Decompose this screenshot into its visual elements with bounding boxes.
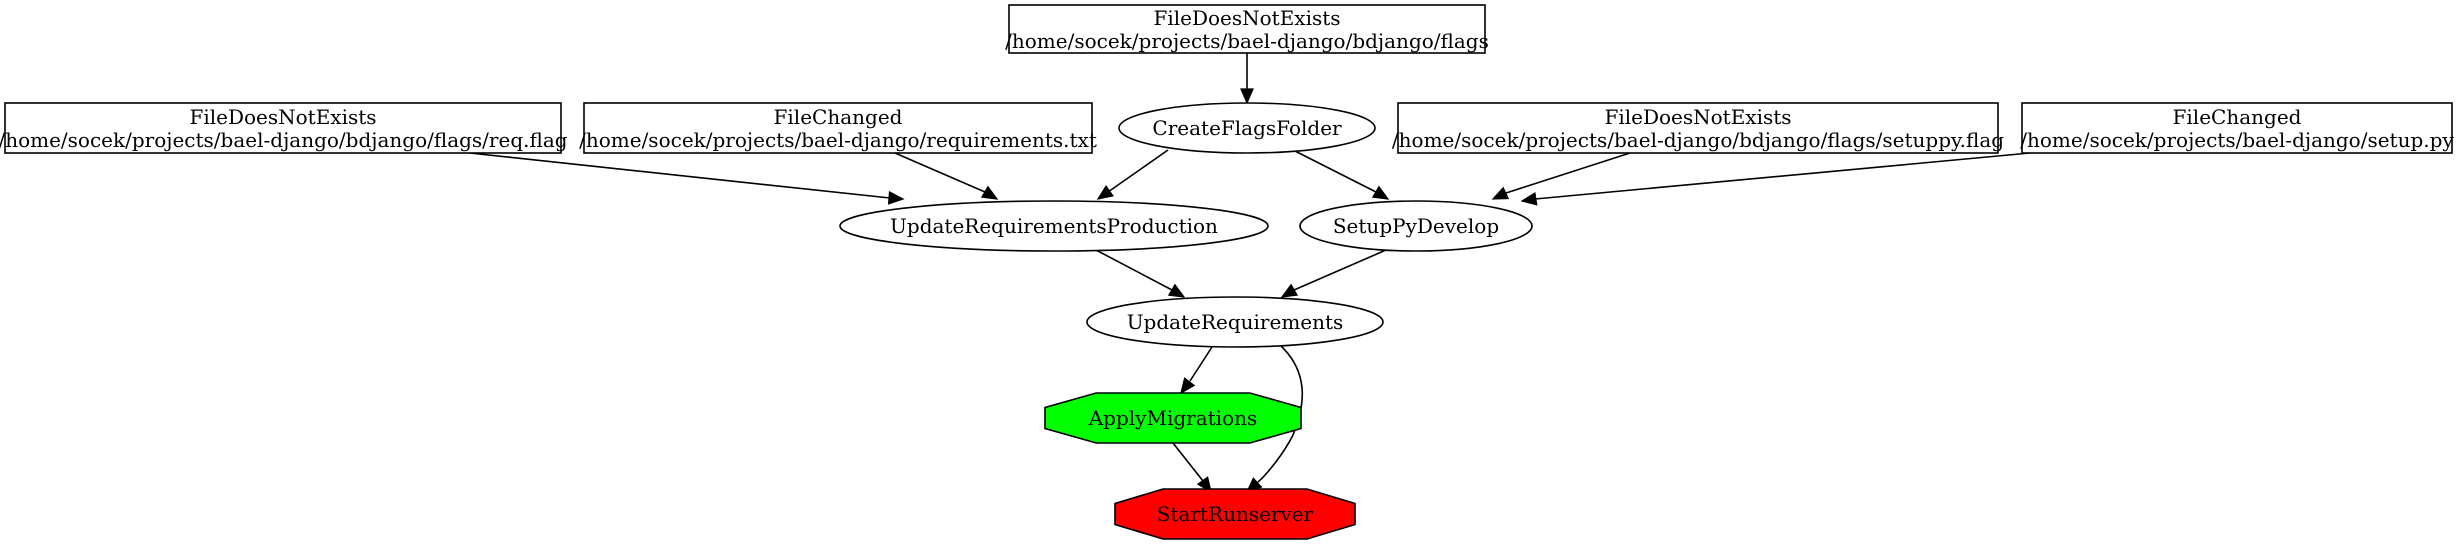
node-box bbox=[2021, 102, 2453, 154]
arrowhead-icon bbox=[1240, 88, 1254, 105]
node-title: FileDoesNotExists bbox=[189, 105, 376, 129]
arrowhead-icon bbox=[1167, 283, 1186, 298]
arrowhead-icon bbox=[1280, 283, 1299, 298]
arrowhead-icon bbox=[1371, 185, 1390, 200]
arrowhead-icon bbox=[1096, 184, 1114, 200]
node-title: StartRunserver bbox=[1157, 502, 1314, 526]
arrowhead-icon bbox=[1491, 186, 1510, 200]
node-setup-py-develop: SetupPyDevelop bbox=[1299, 200, 1533, 252]
edge-line bbox=[1293, 249, 1387, 291]
node-setuppy-flag: FileDoesNotExists/home/socek/projects/ba… bbox=[1392, 102, 2004, 154]
node-box bbox=[583, 102, 1093, 154]
arrowhead-icon bbox=[1520, 191, 1538, 206]
node-title: UpdateRequirements bbox=[1127, 310, 1344, 334]
node-title: FileChanged bbox=[774, 105, 903, 129]
edge-line bbox=[894, 152, 986, 193]
node-path: /home/socek/projects/bael-django/setup.p… bbox=[2020, 128, 2454, 152]
arrowhead-icon bbox=[1180, 377, 1196, 395]
edge-create-flags-folder-to-update-requirements-production bbox=[1096, 149, 1169, 200]
node-flags-folder: FileDoesNotExists/home/socek/projects/ba… bbox=[1005, 4, 1489, 54]
node-title: FileChanged bbox=[2173, 105, 2302, 129]
edge-line bbox=[1294, 150, 1377, 193]
node-requirements-txt: FileChanged/home/socek/projects/bael-dja… bbox=[579, 102, 1097, 154]
node-update-requirements-production: UpdateRequirementsProduction bbox=[839, 200, 1269, 252]
edge-line bbox=[1172, 442, 1204, 482]
nodes-layer: FileDoesNotExists/home/socek/projects/ba… bbox=[0, 4, 2454, 540]
node-setup-py: FileChanged/home/socek/projects/bael-dja… bbox=[2020, 102, 2454, 154]
edge-requirements-txt-to-update-requirements-production bbox=[894, 152, 999, 200]
node-title: SetupPyDevelop bbox=[1333, 214, 1499, 238]
edge-setup-py-develop-to-update-requirements bbox=[1280, 249, 1387, 298]
node-octagon bbox=[1044, 392, 1302, 444]
node-start-runserver: StartRunserver bbox=[1114, 488, 1356, 540]
node-title: UpdateRequirementsProduction bbox=[890, 214, 1218, 238]
node-ellipse bbox=[1086, 296, 1384, 348]
node-req-flag: FileDoesNotExists/home/socek/projects/ba… bbox=[0, 102, 568, 154]
edge-line bbox=[1107, 149, 1169, 193]
edge-line bbox=[1095, 249, 1173, 291]
edge-update-requirements-production-to-update-requirements bbox=[1095, 249, 1186, 298]
node-ellipse bbox=[839, 200, 1269, 252]
node-path: /home/socek/projects/bael-django/bdjango… bbox=[0, 128, 568, 152]
node-title: FileDoesNotExists bbox=[1153, 6, 1340, 30]
node-path: /home/socek/projects/bael-django/bdjango… bbox=[1005, 29, 1489, 53]
node-apply-migrations: ApplyMigrations bbox=[1044, 392, 1302, 444]
edge-setup-py-to-setup-py-develop bbox=[1520, 152, 2031, 206]
node-ellipse bbox=[1299, 200, 1533, 252]
node-box bbox=[1397, 102, 1999, 154]
node-ellipse bbox=[1118, 102, 1376, 154]
node-box bbox=[4, 102, 562, 154]
edges-layer bbox=[469, 53, 2031, 494]
node-title: CreateFlagsFolder bbox=[1152, 116, 1342, 140]
node-create-flags-folder: CreateFlagsFolder bbox=[1118, 102, 1376, 154]
edge-line bbox=[469, 152, 891, 199]
edge-req-flag-to-update-requirements-production bbox=[469, 152, 905, 205]
node-octagon bbox=[1114, 488, 1356, 540]
node-box bbox=[1008, 4, 1486, 54]
node-title: ApplyMigrations bbox=[1088, 406, 1258, 430]
edge-update-requirements-to-apply-migrations bbox=[1180, 346, 1213, 395]
edge-line bbox=[1534, 152, 2031, 200]
arrowhead-icon bbox=[980, 185, 999, 200]
edge-create-flags-folder-to-setup-py-develop bbox=[1294, 150, 1390, 200]
edge-flags-folder-to-create-flags-folder bbox=[1240, 53, 1254, 105]
edge-apply-migrations-to-start-runserver bbox=[1172, 442, 1212, 494]
edge-line bbox=[1257, 344, 1304, 483]
arrowhead-icon bbox=[887, 190, 905, 205]
node-title: FileDoesNotExists bbox=[1604, 105, 1791, 129]
edge-setuppy-flag-to-setup-py-develop bbox=[1491, 152, 1631, 200]
node-path: /home/socek/projects/bael-django/bdjango… bbox=[1392, 128, 2004, 152]
node-path: /home/socek/projects/bael-django/require… bbox=[579, 128, 1097, 152]
edge-line bbox=[1189, 346, 1213, 382]
edge-line bbox=[1505, 152, 1631, 194]
node-update-requirements: UpdateRequirements bbox=[1086, 296, 1384, 348]
